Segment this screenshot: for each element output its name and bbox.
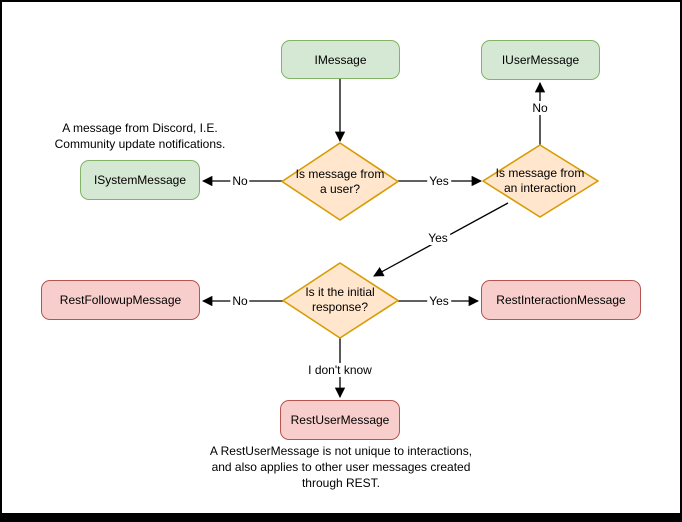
annotation-system-message: A message from Discord, I.E. Community u… — [30, 120, 250, 152]
node-isystemmessage-label: ISystemMessage — [93, 173, 187, 187]
edge-label-interaction-yes: Yes — [426, 231, 450, 245]
annotation-rest-line2: and also applies to other user messages … — [211, 460, 471, 474]
node-restusermessage-label: RestUserMessage — [290, 413, 390, 427]
edge-label-interaction-no: No — [530, 101, 550, 115]
decision-from-user-label: Is message from a user? — [296, 167, 385, 197]
edge-label-user-no: No — [230, 174, 250, 188]
annotation-system-line1: A message from Discord, I.E. — [62, 121, 218, 135]
decision-from-user-line1: Is message from — [295, 167, 385, 181]
node-isystemmessage: ISystemMessage — [80, 160, 200, 200]
node-restinteractionmessage-label: RestInteractionMessage — [496, 293, 626, 307]
annotation-system-line2: Community update notifications. — [54, 137, 226, 151]
decision-initial-response-label: Is it the initial response? — [305, 285, 374, 315]
edge-label-user-yes: Yes — [427, 174, 451, 188]
node-restfollowupmessage-label: RestFollowupMessage — [59, 293, 182, 307]
annotation-rest-line1: A RestUserMessage is not unique to inter… — [209, 444, 473, 458]
edge-label-initial-yes: Yes — [427, 294, 451, 308]
decision-from-interaction-line1: Is message from — [495, 166, 585, 180]
decision-initial-response-line2: response? — [311, 300, 369, 314]
node-restusermessage: RestUserMessage — [280, 400, 400, 440]
decision-initial-response-shape — [282, 262, 399, 339]
decision-from-interaction-line2: an interaction — [503, 181, 577, 195]
node-imessage: IMessage — [281, 40, 400, 79]
decision-from-user-shape — [281, 142, 399, 221]
decision-initial-response-line1: Is it the initial — [305, 285, 375, 299]
edge-label-initial-no: No — [230, 294, 250, 308]
node-restinteractionmessage: RestInteractionMessage — [481, 280, 641, 320]
decision-from-interaction-label: Is message from an interaction — [496, 166, 585, 196]
node-iusermessage: IUserMessage — [481, 40, 600, 80]
node-imessage-label: IMessage — [314, 52, 367, 67]
edge-label-initial-unknown: I don't know — [306, 363, 374, 377]
node-restfollowupmessage: RestFollowupMessage — [41, 280, 200, 320]
annotation-rest-line3: through REST. — [301, 476, 381, 490]
node-iusermessage-label: IUserMessage — [501, 53, 580, 67]
decision-from-interaction-shape — [482, 144, 599, 218]
annotation-rest-user-message: A RestUserMessage is not unique to inter… — [180, 443, 502, 491]
decision-from-user-line2: a user? — [319, 182, 361, 196]
